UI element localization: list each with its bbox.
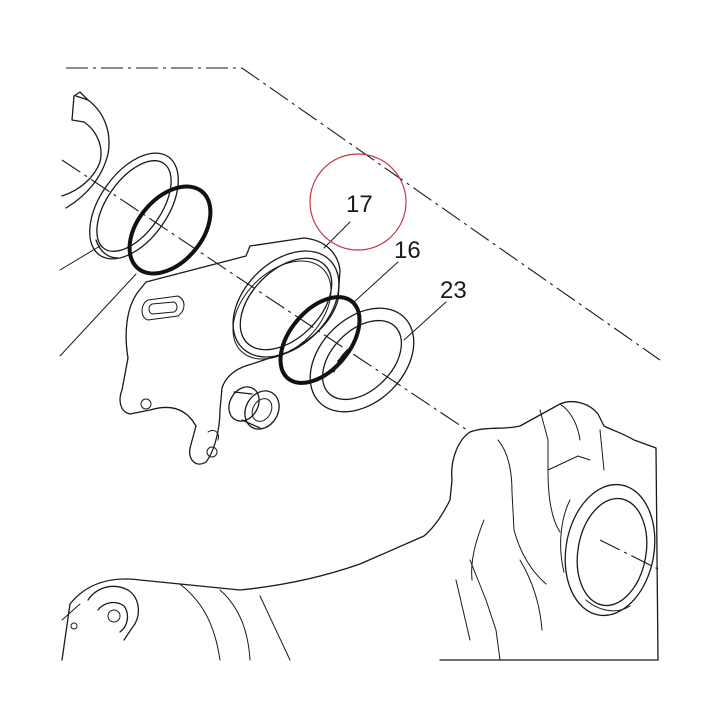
leader-left-o-ring [59,273,137,357]
retaining-clip [61,91,110,209]
callout-23: 23 [440,277,467,304]
centerlines [61,67,661,571]
housing-axis-line [599,539,661,571]
leader-left-washer [59,245,101,271]
left-washer [89,152,179,260]
highlight-circle [309,153,407,251]
leader-16 [353,261,399,303]
callout-labels: 17 16 23 [346,191,467,304]
assembly-axis-line [61,159,471,433]
boundary-dash-line [66,67,661,361]
left-o-ring [127,184,213,276]
callout-16: 16 [394,237,421,264]
bracket-plate [119,237,341,465]
ring-17 [232,250,340,360]
swing-arm-housing [61,400,659,661]
leader-lines [59,221,447,357]
leader-17 [323,221,351,249]
callout-17: 17 [346,191,373,218]
leader-23 [403,301,447,341]
swing-arm-pivot [61,583,291,661]
o-ring-16 [278,295,362,385]
bushing [228,386,280,430]
washer-23 [309,307,415,413]
